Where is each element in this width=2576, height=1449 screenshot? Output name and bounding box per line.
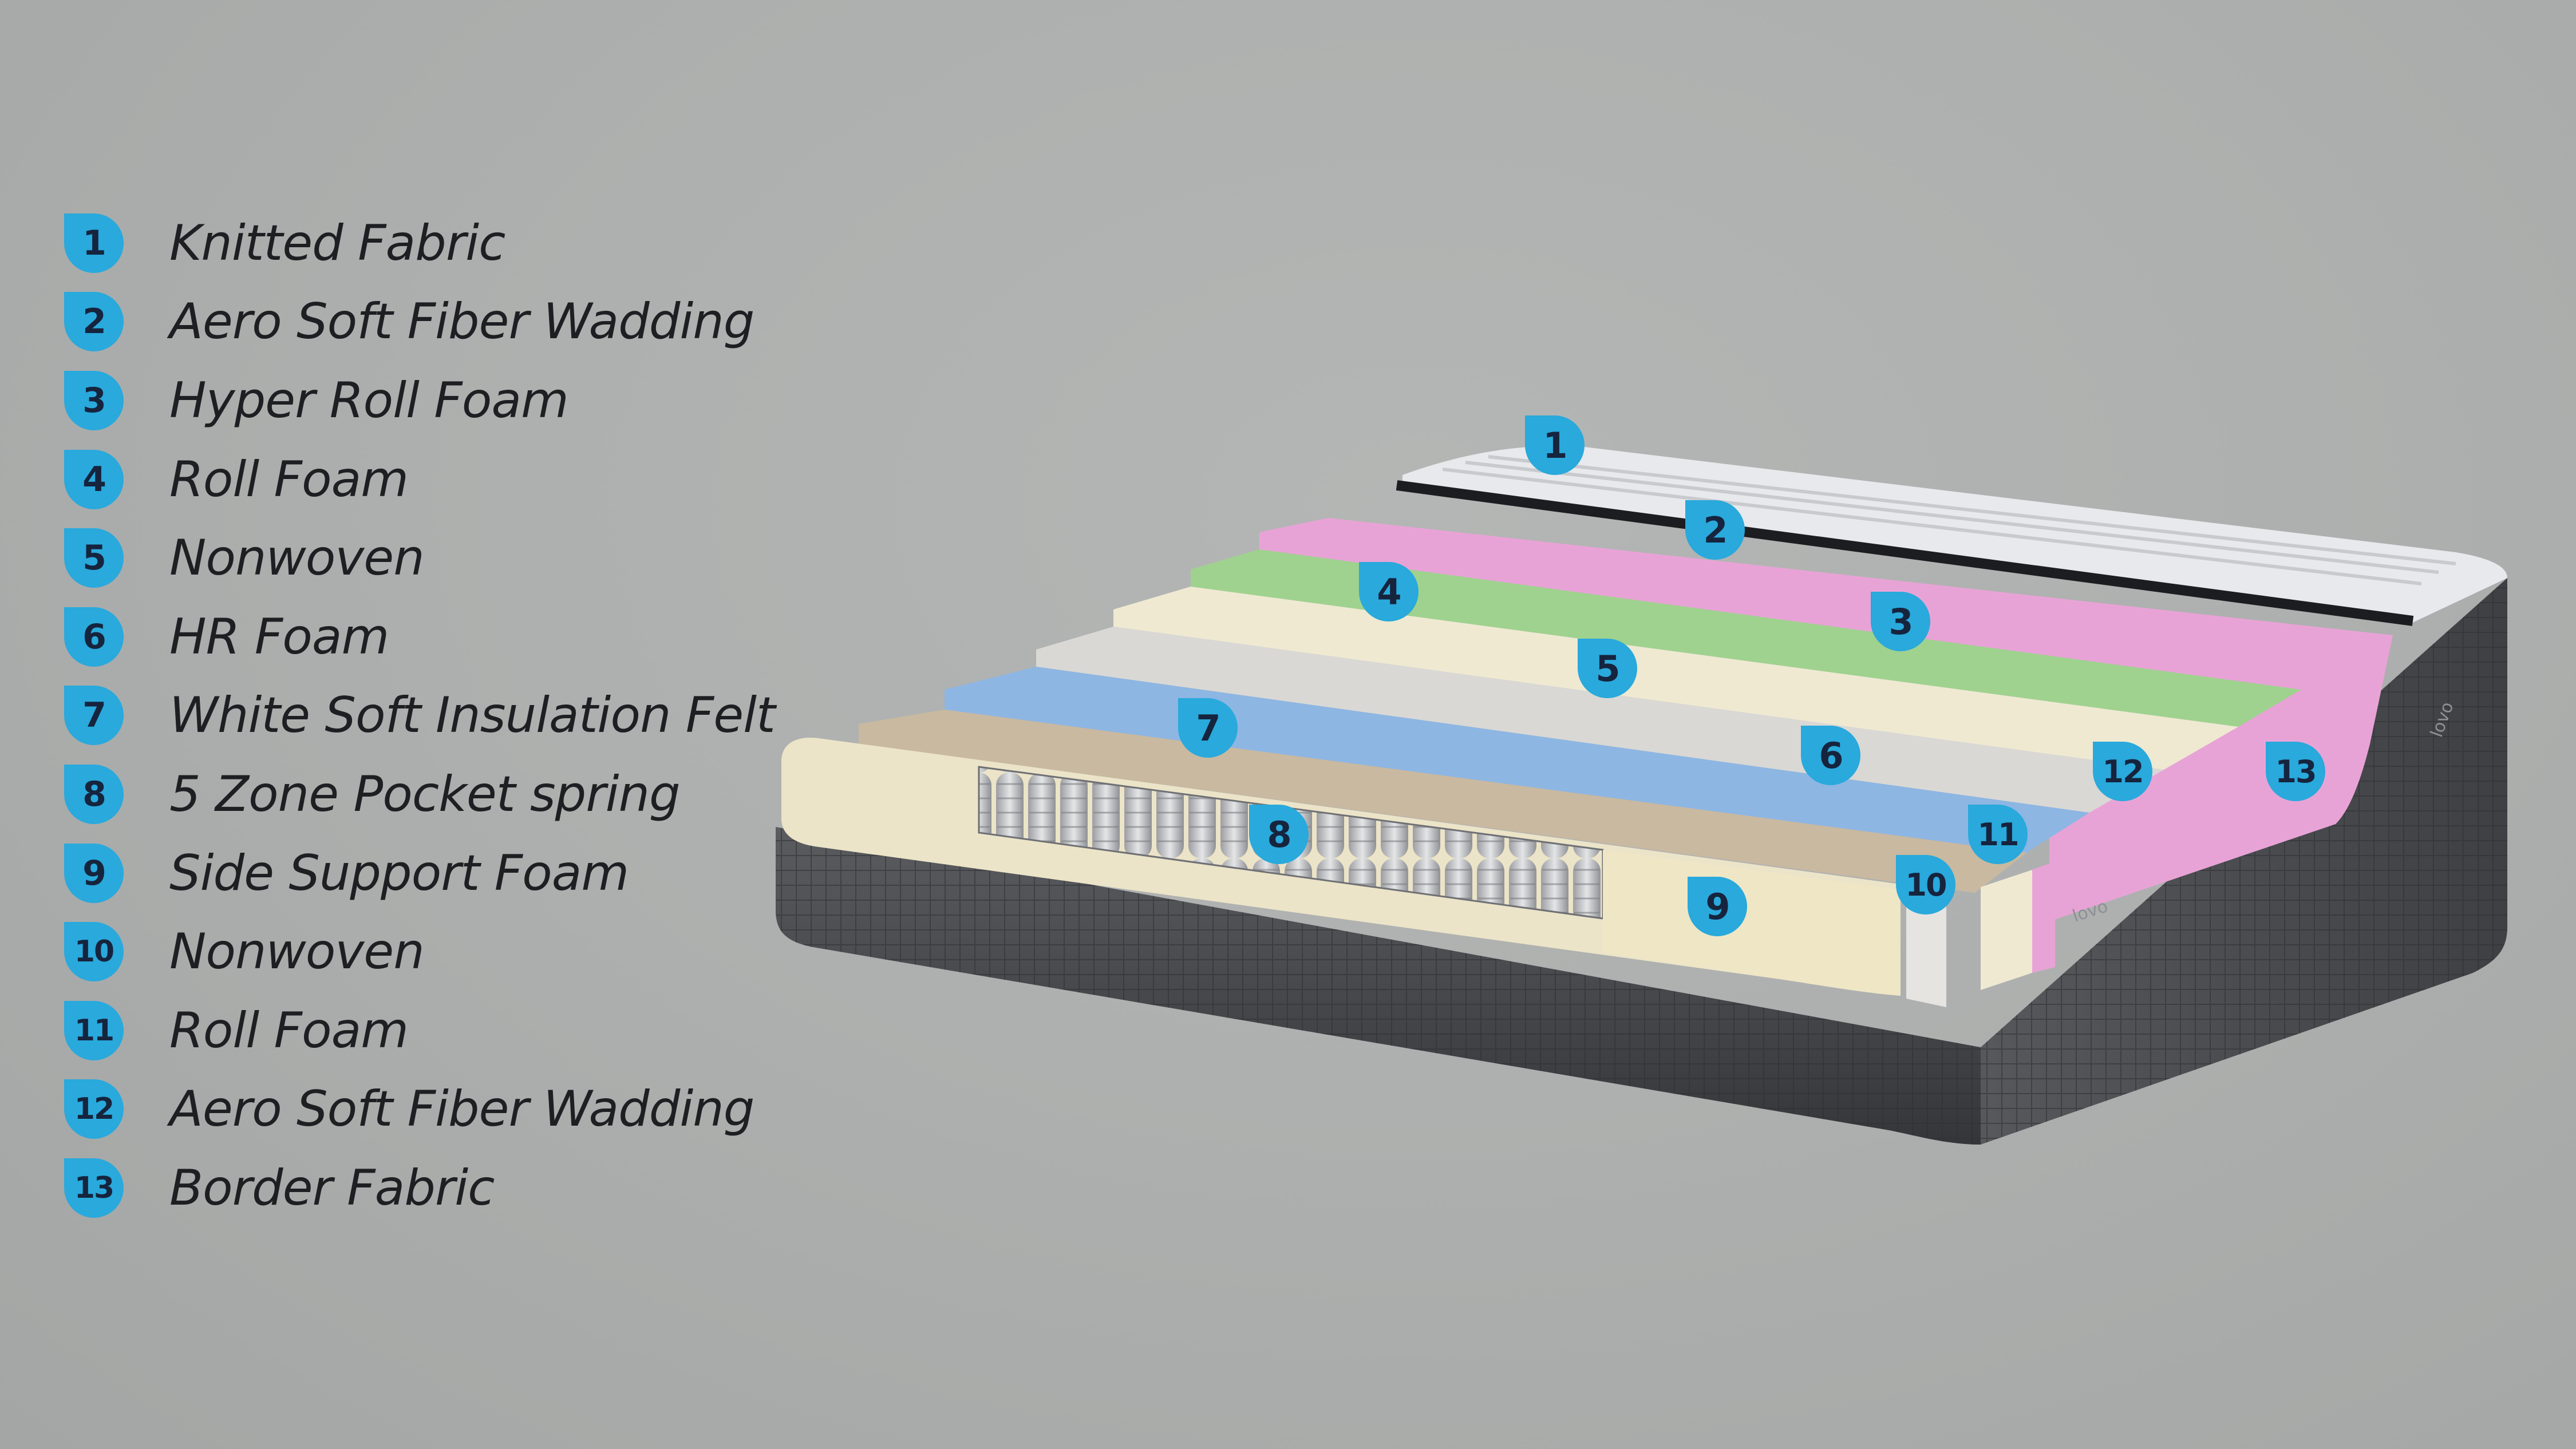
- legend-item: 13 Border Fabric: [62, 1149, 806, 1228]
- badge-number: 11: [74, 1013, 114, 1048]
- cream-foam-layer: [1113, 587, 2238, 770]
- layer-marker-4: 4: [1357, 560, 1421, 624]
- marker-badge-icon: 11: [62, 999, 126, 1063]
- layer-marker-9: 9: [1685, 874, 1749, 939]
- marker-badge-icon: 6: [62, 605, 126, 669]
- marker-badge-icon: 8: [62, 762, 126, 826]
- marker-number: 3: [1888, 600, 1913, 643]
- layer-marker-1: 1: [1523, 413, 1587, 477]
- badge-number: 6: [82, 616, 106, 657]
- badge-number: 1: [82, 223, 106, 263]
- legend-item: 2 Aero Soft Fiber Wadding: [62, 283, 806, 362]
- legend-item: 8 5 Zone Pocket spring: [62, 755, 806, 834]
- marker-number: 9: [1705, 885, 1730, 928]
- legend-item: 9 Side Support Foam: [62, 834, 806, 913]
- layer-marker-5: 5: [1575, 636, 1639, 700]
- marker-number: 10: [1905, 866, 1947, 903]
- marker-number: 4: [1377, 571, 1401, 613]
- marker-badge-icon: 9: [62, 841, 126, 905]
- marker-number: 2: [1703, 509, 1728, 551]
- layer-marker-10: 10: [1894, 853, 1958, 917]
- legend-item: 3 Hyper Roll Foam: [62, 361, 806, 440]
- marker-badge-icon: 12: [62, 1077, 126, 1141]
- wadding-side-slice: [2032, 861, 2055, 973]
- layer-marker-3: 3: [1868, 589, 1933, 654]
- legend-label: Roll Foam: [169, 450, 409, 508]
- legend-item: 6 HR Foam: [62, 597, 806, 676]
- badge-number: 12: [74, 1092, 114, 1127]
- marker-badge-icon: 1: [62, 211, 126, 275]
- legend-label: Aero Soft Fiber Wadding: [169, 293, 754, 351]
- legend-label: HR Foam: [169, 608, 389, 666]
- legend-label: Nonwoven: [169, 923, 425, 981]
- aero-soft-wadding-layer: [1259, 518, 2393, 690]
- badge-number: 7: [82, 695, 106, 736]
- legend: 1 Knitted Fabric 2 Aero Soft Fiber Waddi…: [62, 204, 806, 1228]
- roll-foam-layer-green: [1191, 549, 2301, 727]
- marker-badge-icon: 10: [62, 920, 126, 984]
- legend-label: Border Fabric: [169, 1159, 495, 1217]
- felt-layer: [859, 710, 2026, 893]
- badge-number: 2: [82, 302, 106, 342]
- border-pink-layer: [2049, 635, 2393, 921]
- marker-number: 6: [1819, 734, 1843, 777]
- badge-number: 13: [74, 1170, 114, 1205]
- marker-number: 11: [1977, 816, 2019, 853]
- legend-item: 10 Nonwoven: [62, 912, 806, 991]
- marker-number: 7: [1196, 707, 1220, 749]
- marker-badge-icon: 5: [62, 526, 126, 590]
- marker-number: 1: [1543, 424, 1567, 466]
- badge-number: 5: [82, 538, 106, 579]
- layer-marker-6: 6: [1799, 723, 1863, 787]
- layer-marker-13: 13: [2263, 739, 2328, 803]
- layer-marker-8: 8: [1247, 802, 1311, 866]
- marker-badge-icon: 4: [62, 448, 126, 512]
- legend-label: White Soft Insulation Felt: [169, 687, 776, 745]
- badge-number: 9: [82, 853, 106, 893]
- legend-label: Nonwoven: [169, 529, 425, 587]
- legend-label: Side Support Foam: [169, 844, 629, 902]
- marker-number: 13: [2275, 753, 2317, 790]
- layer-marker-11: 11: [1966, 802, 2030, 866]
- marker-badge-icon: 2: [62, 290, 126, 354]
- badge-number: 4: [82, 459, 106, 500]
- marker-number: 8: [1267, 813, 1291, 856]
- legend-item: 12 Aero Soft Fiber Wadding: [62, 1070, 806, 1149]
- knitted-fabric-top: [1402, 446, 2507, 624]
- legend-label: Roll Foam: [169, 1001, 409, 1059]
- layer-marker-12: 12: [2091, 739, 2155, 803]
- nonwoven-layer: [1036, 627, 2164, 813]
- layer-marker-2: 2: [1683, 498, 1747, 562]
- legend-label: Aero Soft Fiber Wadding: [169, 1080, 754, 1138]
- legend-item: 1 Knitted Fabric: [62, 204, 806, 283]
- marker-badge-icon: 3: [62, 369, 126, 433]
- marker-number: 12: [2102, 753, 2144, 790]
- badge-number: 10: [74, 935, 114, 969]
- legend-item: 5 Nonwoven: [62, 518, 806, 597]
- marker-badge-icon: 7: [62, 683, 126, 747]
- legend-item: 11 Roll Foam: [62, 991, 806, 1070]
- marker-number: 5: [1595, 647, 1620, 690]
- marker-badge-icon: 13: [62, 1156, 126, 1220]
- badge-number: 8: [82, 774, 106, 814]
- roll-foam-side-slice: [1981, 870, 2032, 990]
- legend-label: Knitted Fabric: [169, 214, 505, 272]
- legend-item: 4 Roll Foam: [62, 440, 806, 519]
- legend-item: 7 White Soft Insulation Felt: [62, 676, 806, 755]
- legend-label: 5 Zone Pocket spring: [169, 765, 681, 823]
- layer-marker-7: 7: [1176, 696, 1240, 760]
- badge-number: 3: [82, 380, 106, 421]
- legend-label: Hyper Roll Foam: [169, 371, 569, 429]
